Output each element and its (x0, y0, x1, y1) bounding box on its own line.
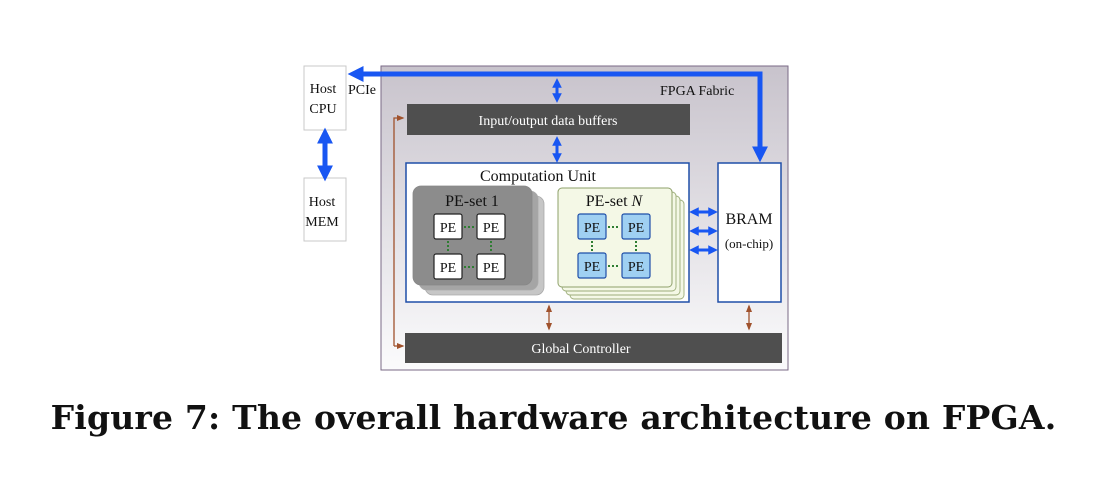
pe-label: PE (483, 261, 499, 276)
host-mem-label-line2: MEM (305, 215, 339, 230)
figure-caption: Figure 7: The overall hardware architect… (50, 398, 1057, 437)
pe-element: PE (621, 252, 651, 279)
pe-set-1: PE-set 1 PE PE PE PE (412, 185, 545, 296)
host-cpu-label-line1: Host (310, 82, 337, 97)
global-controller-block: Global Controller (405, 333, 782, 363)
bram-label: BRAM (725, 211, 772, 228)
pe-label: PE (440, 221, 456, 236)
fpga-fabric-label: FPGA Fabric (660, 84, 734, 99)
pe-set-n-label: PE-set N (586, 193, 644, 210)
host-cpu-label-line2: CPU (309, 102, 336, 117)
host-mem-label-line1: Host (309, 195, 336, 210)
pe-label: PE (584, 221, 600, 236)
pe-element: PE (577, 252, 607, 279)
pe-set-1-label: PE-set 1 (445, 193, 499, 210)
host-cpu-box: Host CPU (303, 65, 347, 131)
bram-sub-label: (on-chip) (725, 236, 773, 251)
pe-label: PE (483, 221, 499, 236)
pcie-label: PCIe (348, 83, 376, 98)
control-line-buffers (393, 114, 405, 346)
global-controller-label: Global Controller (531, 342, 630, 357)
pe-element: PE (433, 253, 463, 280)
bram-block: BRAM (on-chip) (717, 162, 782, 303)
host-mem-box: Host MEM (303, 177, 347, 242)
pe-element: PE (476, 253, 506, 280)
pcie-bus-arrow (347, 65, 769, 163)
io-buffers-block: Input/output data buffers (407, 104, 690, 135)
io-buffers-label: Input/output data buffers (479, 114, 618, 129)
pe-label: PE (628, 260, 644, 275)
pe-element: PE (577, 213, 607, 240)
computation-unit-label: Computation Unit (480, 168, 597, 185)
pe-element: PE (476, 213, 506, 240)
pe-element: PE (433, 213, 463, 240)
pe-element: PE (621, 213, 651, 240)
pe-label: PE (440, 261, 456, 276)
pe-set-n: PE-set N PE PE PE PE (557, 187, 685, 300)
pe-label: PE (584, 260, 600, 275)
pe-label: PE (628, 221, 644, 236)
